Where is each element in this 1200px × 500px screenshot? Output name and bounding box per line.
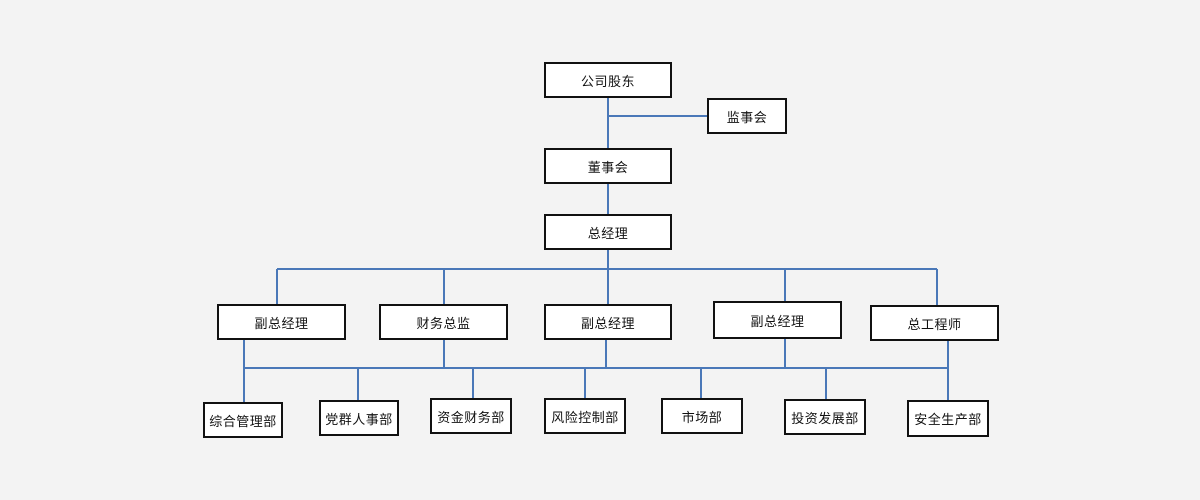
node-board-of-directors-label: 董事会 [587,160,629,176]
node-department-3[interactable]: 资金财务部 [430,398,512,434]
node-executive-2[interactable]: 财务总监 [379,304,508,340]
node-department-2[interactable]: 党群人事部 [319,400,399,436]
node-executive-label: 总工程师 [907,317,962,333]
node-department-label: 党群人事部 [325,412,393,428]
node-executive-label: 副总经理 [254,316,309,332]
node-department-label: 投资发展部 [791,411,859,427]
node-executive-label: 财务总监 [416,316,471,332]
node-department-7[interactable]: 安全生产部 [907,400,989,437]
node-executive-4[interactable]: 副总经理 [713,301,842,339]
node-department-label: 综合管理部 [209,414,277,430]
node-department-label: 风险控制部 [551,410,619,426]
node-shareholders[interactable]: 公司股东 [544,62,672,98]
node-department-label: 安全生产部 [914,413,982,428]
node-executive-5[interactable]: 总工程师 [870,305,999,341]
node-department-4[interactable]: 风险控制部 [544,398,626,434]
node-board-of-directors[interactable]: 董事会 [544,148,672,184]
node-department-6[interactable]: 投资发展部 [784,399,866,435]
node-shareholders-label: 公司股东 [580,74,635,90]
node-executive-3[interactable]: 副总经理 [544,304,672,340]
node-department-label: 资金财务部 [437,410,505,426]
node-department-label: 市场部 [681,410,723,426]
node-department-5[interactable]: 市场部 [661,398,743,434]
node-general-manager[interactable]: 总经理 [544,214,672,250]
node-general-manager-label: 总经理 [587,226,629,242]
node-supervisory-board-label: 监事会 [726,110,768,126]
node-executive-label: 副总经理 [580,316,635,332]
node-department-1[interactable]: 综合管理部 [203,402,283,438]
node-supervisory-board[interactable]: 监事会 [707,98,787,134]
node-executive-label: 副总经理 [750,314,805,330]
node-executive-1[interactable]: 副总经理 [217,304,346,340]
